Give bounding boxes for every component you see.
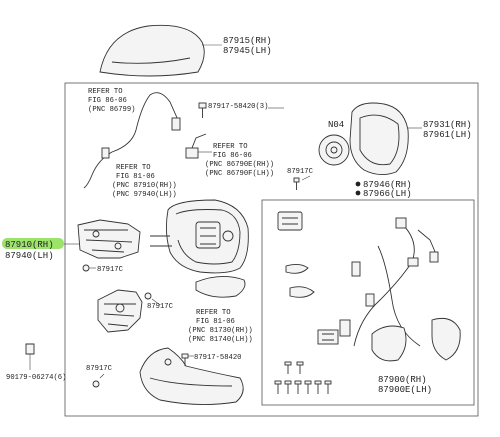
screw-icon [82, 264, 90, 272]
refer-lamp-line3: (PNC 86790E(RH)) [205, 161, 274, 169]
motor-lh-label: 87966(LH) [363, 189, 412, 199]
refer-lamp2-line4: (PNC 81740(LH)) [188, 336, 253, 344]
screw-c4-label: 87917C [86, 365, 113, 373]
refer-wire-line2: FIG 86-06 [88, 97, 127, 105]
lower-cover [139, 347, 244, 406]
harness-parts [274, 211, 461, 394]
harness-lh-label: 87900E(LH) [378, 385, 432, 395]
refer-wire-line3: (PNC 86799) [88, 106, 135, 114]
assembly-frame [64, 82, 479, 417]
refer-lamp-line2: FIG 86-06 [213, 152, 252, 160]
mirror-housing [150, 199, 249, 274]
refer-mirror-line1: REFER TO [116, 164, 151, 172]
bolt-a-label: 87917-58420(3) [208, 103, 268, 111]
lamp-connector [185, 133, 207, 159]
refer-lamp-line1: REFER TO [213, 143, 248, 151]
refer-mirror-line4: (PNC 97940(LH)) [112, 191, 177, 199]
bolt-icon [198, 102, 207, 118]
cover-lh-label: 87945(LH) [223, 46, 272, 56]
refer-lamp2-line1: REFER TO [196, 309, 231, 317]
refer-lamp2-line3: (PNC 81730(RH)) [188, 327, 253, 335]
highlight-marker [2, 238, 64, 249]
harness-box [261, 199, 475, 406]
refer-mirror-line2: FIG 81-06 [116, 173, 155, 181]
wire-sensor [83, 92, 181, 189]
refer-lamp2-line2: FIG 81-06 [196, 318, 235, 326]
screw-icon [293, 177, 300, 190]
harness-rh-label: 87900(RH) [378, 375, 427, 385]
mirror-cover [99, 24, 205, 77]
screw-c3-label: 87917C [147, 303, 174, 311]
mirror-base [77, 219, 141, 259]
mirror-glass [349, 102, 409, 175]
screw-c1-label: 87917C [287, 168, 314, 176]
screw-c2-label: 87917C [97, 266, 124, 274]
assembly-lh-label: 87940(LH) [5, 251, 54, 261]
clip-icon [25, 343, 35, 355]
motor-rh-label: 87946(RH) [363, 180, 412, 190]
turn-signal-lamp [195, 276, 246, 298]
refer-mirror-line3: (PNC 87910(RH)) [112, 182, 177, 190]
cover-rh-label: 87915(RH) [223, 36, 272, 46]
clip-label: 90179-06274(6) [6, 374, 66, 382]
screw-icon [144, 292, 152, 300]
refer-lamp-line4: (PNC 86790F(LH)) [205, 170, 274, 178]
n04-label: N04 [328, 120, 344, 130]
screw-icon [92, 380, 100, 388]
glass-rh-label: 87931(RH) [423, 120, 472, 130]
bolt-b-label: 87917-58420 [194, 354, 241, 362]
refer-wire-line1: REFER TO [88, 88, 123, 96]
actuator-motor [318, 134, 350, 166]
retractor-unit [97, 289, 143, 333]
glass-lh-label: 87961(LH) [423, 130, 472, 140]
assembly-rh-label: 87910(RH) [5, 240, 54, 250]
